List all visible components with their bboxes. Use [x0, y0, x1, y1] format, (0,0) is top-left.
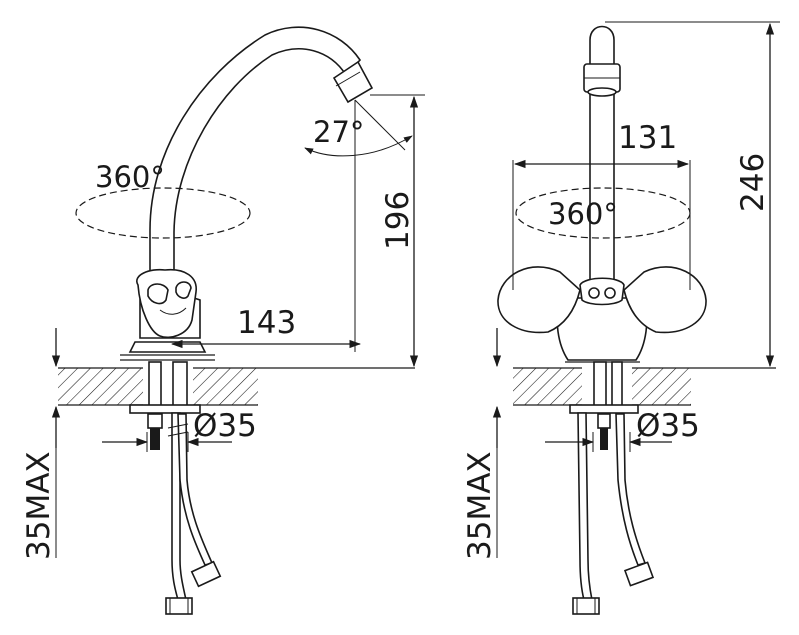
total-height-dimension [605, 21, 780, 368]
countertop-left [58, 366, 415, 408]
reach-label: 143 [237, 305, 296, 341]
rotation-label-side: 360° [95, 160, 165, 194]
max-thickness-label-side: 35MAX [21, 451, 57, 560]
rotation-ellipse-side [75, 187, 251, 239]
spout-side [149, 26, 374, 276]
mounting-hoses-side [129, 361, 222, 615]
height-label: 196 [380, 191, 416, 250]
faucet-body-front [497, 266, 707, 363]
width-dimension [512, 159, 691, 290]
hole-diameter-label-front: Ø35 [636, 408, 700, 444]
max-thickness-label-front: 35MAX [462, 451, 498, 560]
spout-angle-indicator [304, 99, 413, 352]
rotation-label-front: 360° [548, 197, 618, 231]
spout-angle-label: 27° [313, 115, 364, 149]
hole-dimension-front [545, 432, 672, 452]
side-view: 360° 27° 196 143 Ø35 [21, 26, 425, 615]
mounting-hoses-front [569, 361, 655, 615]
hole-dimension-side [102, 432, 232, 452]
faucet-body-side [120, 268, 215, 361]
countertop-right [513, 366, 776, 408]
height-dimension [370, 94, 425, 368]
hole-diameter-label-side: Ø35 [193, 408, 257, 444]
total-height-label: 246 [735, 153, 771, 212]
width-label: 131 [618, 120, 677, 156]
spout-front [583, 25, 621, 281]
rotation-ellipse-front [515, 187, 691, 239]
front-view: 131 360° 246 Ø35 35MAX [462, 21, 780, 615]
